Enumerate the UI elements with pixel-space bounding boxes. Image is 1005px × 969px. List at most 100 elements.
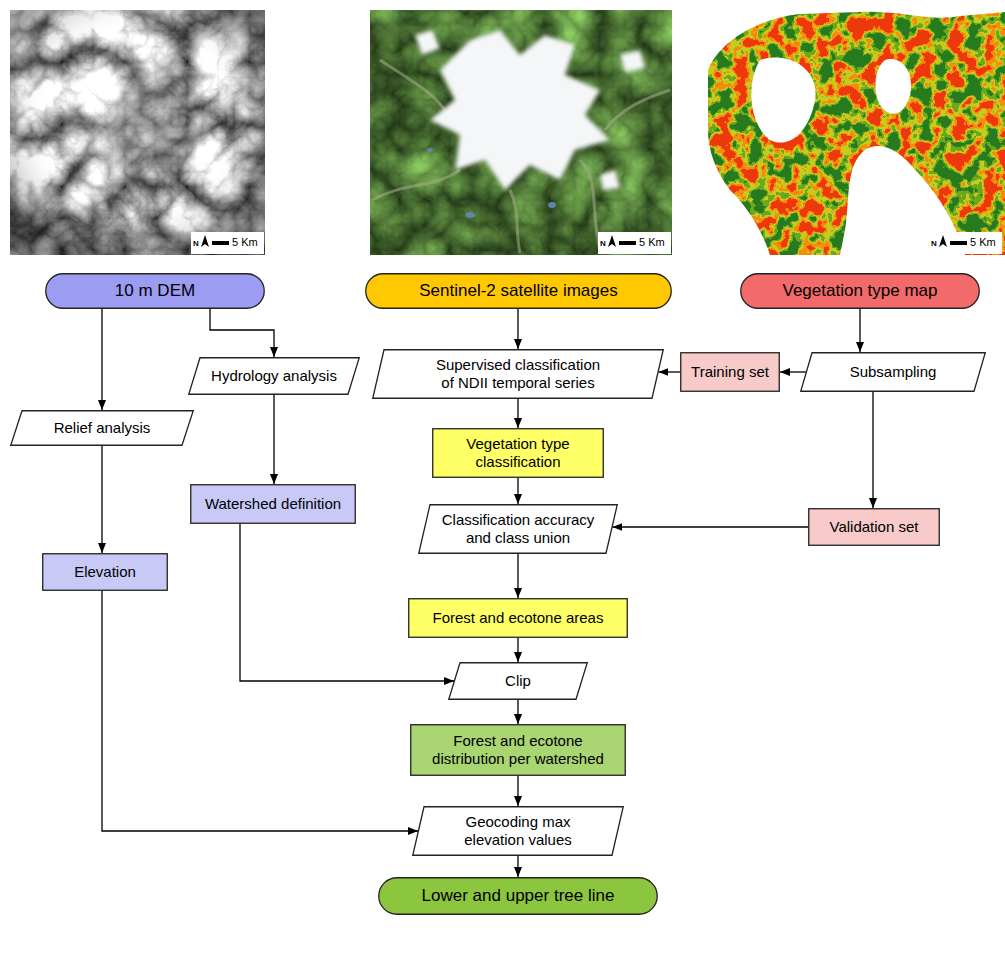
node-label: Forest and ecotone areas — [433, 609, 604, 627]
map-gap — [751, 57, 815, 142]
pill-outline — [46, 274, 265, 309]
flow-arrow — [517, 554, 518, 598]
scale-bar — [619, 241, 636, 245]
flow-arrow — [517, 638, 518, 662]
node-label: Training set — [691, 363, 769, 381]
snow-area — [600, 170, 620, 190]
parallelogram-outline — [373, 350, 664, 399]
flow-arrow — [517, 856, 518, 877]
node-label: Vegetation type map — [782, 281, 937, 301]
box-outline — [809, 509, 940, 546]
scale-bar — [950, 241, 967, 245]
process-parallelogram: Classification accuracy and class union — [418, 504, 618, 554]
output-pill: Lower and upper tree line — [378, 877, 658, 915]
box-outline — [411, 725, 626, 776]
node-label: Elevation — [74, 563, 136, 581]
valley-streak — [372, 170, 460, 200]
box-outline — [43, 554, 168, 591]
input-pill: Vegetation type map — [740, 273, 980, 309]
node-label: Watershed definition — [205, 495, 341, 513]
process-parallelogram: Relief analysis — [10, 410, 194, 446]
node-label: Geocoding max elevation values — [443, 813, 593, 849]
result-box: Elevation — [42, 553, 168, 591]
result-box: Forest and ecotone distribution per wate… — [410, 724, 626, 776]
north-label: N — [193, 240, 199, 248]
flow-arrow — [101, 446, 102, 553]
dem-image — [10, 10, 265, 255]
snow-area — [620, 50, 645, 72]
satellite-image — [370, 10, 672, 255]
node-label: 10 m DEM — [115, 281, 195, 301]
lake — [465, 212, 475, 218]
parallelogram-outline — [413, 807, 624, 856]
node-label: Lower and upper tree line — [422, 886, 615, 906]
box-outline — [409, 599, 628, 638]
lake — [548, 202, 556, 208]
pill-outline — [366, 274, 672, 309]
flow-arrow — [273, 395, 274, 484]
process-parallelogram: Hydrology analysis — [188, 357, 360, 395]
node-label: Clip — [505, 672, 531, 690]
dataset-box: Validation set — [808, 508, 940, 546]
flow-arrow — [872, 392, 873, 508]
node-label: Forest and ecotone distribution per wate… — [420, 732, 616, 768]
node-label: Sentinel-2 satellite images — [419, 281, 617, 301]
map-ground — [708, 10, 1005, 255]
flow-arrow — [517, 309, 518, 349]
scale-box — [929, 232, 1002, 254]
vegetation-classes — [708, 10, 1005, 255]
north-arrow — [608, 235, 616, 247]
parallelogram-outline — [449, 663, 588, 700]
north-label: N — [931, 240, 937, 248]
process-parallelogram: Supervised classification of NDII tempor… — [372, 349, 664, 399]
scale-bar — [212, 241, 229, 245]
parallelogram-outline — [189, 358, 360, 395]
pill-outline — [741, 274, 980, 309]
node-label: Hydrology analysis — [211, 367, 337, 385]
flow-arrow — [517, 776, 518, 806]
dem-shading — [10, 10, 265, 255]
valley-streak — [605, 90, 670, 130]
north-label: N — [600, 240, 606, 248]
scale-box — [191, 232, 264, 254]
process-parallelogram: Subsampling — [800, 352, 986, 392]
flow-arrow — [210, 309, 274, 357]
snow-cover — [415, 30, 645, 190]
flow-arrow — [517, 700, 518, 724]
snow-area — [415, 30, 440, 55]
scale-label: 5 Km — [639, 237, 665, 248]
input-pill: Sentinel-2 satellite images — [365, 273, 672, 309]
pill-outline — [379, 878, 658, 915]
process-parallelogram: Geocoding max elevation values — [412, 806, 624, 856]
scale-box — [598, 232, 671, 254]
valley-streak — [510, 190, 520, 253]
result-box: Watershed definition — [190, 484, 356, 524]
node-label: Relief analysis — [54, 419, 151, 437]
box-outline — [433, 429, 604, 478]
flow-arrow — [102, 591, 418, 831]
node-label: Classification accuracy and class union — [428, 511, 608, 547]
node-label: Subsampling — [850, 363, 937, 381]
node-label: Validation set — [830, 518, 919, 536]
map-gap — [875, 59, 911, 114]
flow-arrow — [658, 371, 680, 372]
flow-arrow — [101, 309, 102, 410]
north-arrow — [201, 235, 209, 247]
flow-arrow — [612, 526, 808, 527]
input-pill: 10 m DEM — [45, 273, 265, 309]
box-outline — [681, 353, 780, 392]
flow-arrow — [517, 478, 518, 504]
lake — [427, 148, 433, 152]
scale-label: 5 Km — [232, 237, 258, 248]
dataset-box: Training set — [680, 352, 780, 392]
parallelogram-outline — [11, 411, 194, 446]
parallelogram-outline — [419, 505, 618, 554]
node-label: Vegetation type classification — [443, 435, 593, 471]
valley-streak — [380, 60, 445, 110]
flow-arrow — [517, 399, 518, 428]
process-parallelogram: Clip — [448, 662, 588, 700]
flow-arrow — [859, 309, 860, 352]
scale-label: 5 Km — [970, 237, 996, 248]
node-label: Supervised classification of NDII tempor… — [428, 356, 608, 392]
flow-arrow — [780, 371, 806, 372]
